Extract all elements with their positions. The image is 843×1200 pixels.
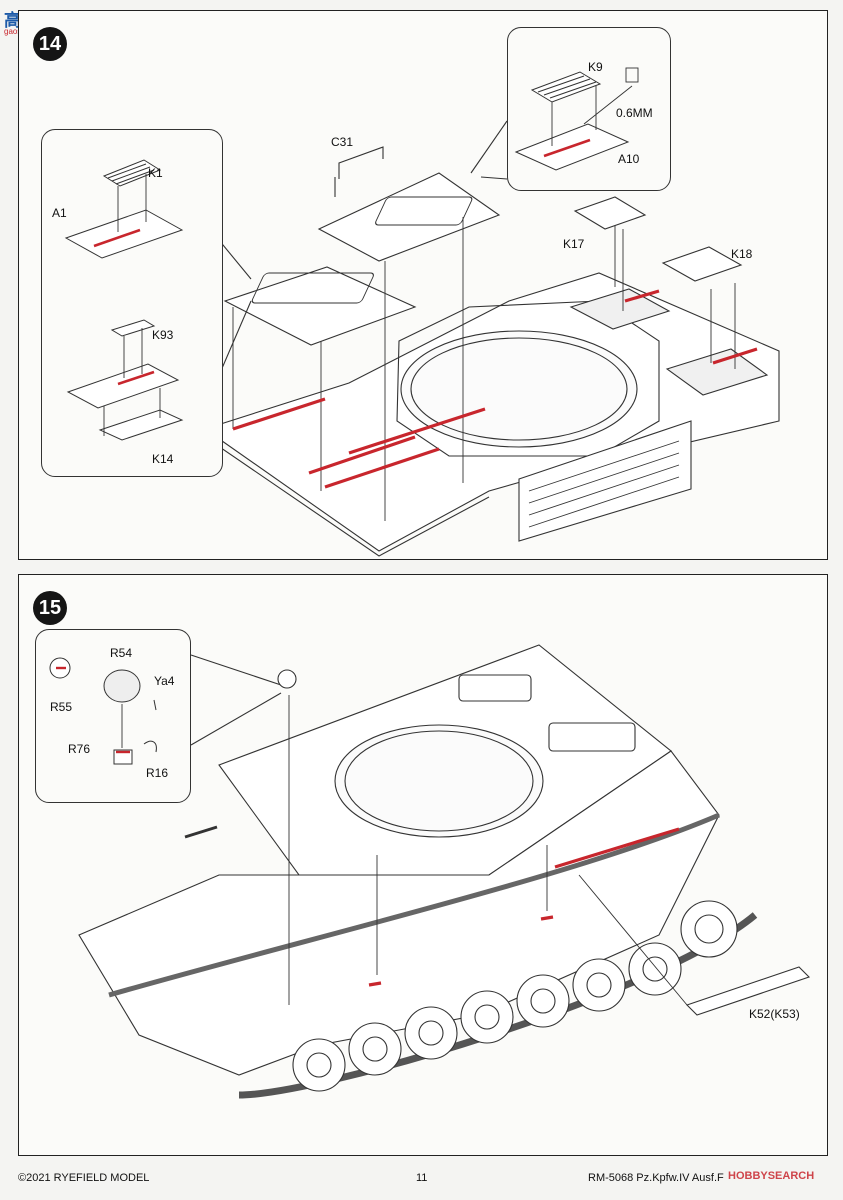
plate-detail [66, 363, 180, 409]
headlight-detail-drawing [49, 657, 157, 765]
plate-a1 [64, 209, 184, 259]
label-k1: K1 [148, 166, 163, 180]
step-15-badge: 15 [33, 591, 67, 625]
label-c31: C31 [331, 135, 354, 149]
callout-engine-grille: K9 0.6MM A10 [507, 27, 671, 191]
label-k17: K17 [563, 237, 585, 251]
tank-assembly-drawing [78, 644, 811, 1099]
label-ya4: Ya4 [154, 674, 175, 688]
pin-ya4 [153, 699, 157, 711]
grille-k1 [102, 159, 162, 187]
hull-top-drawing [194, 120, 780, 557]
engine-hatch-left [569, 288, 671, 330]
turret-ring [400, 330, 638, 448]
base-r76 [113, 749, 133, 765]
step-14-panel: 14 [18, 10, 828, 560]
label-r76: R76 [68, 742, 91, 756]
step-15-panel: 15 [18, 574, 828, 1156]
footer-watermark: HOBBYSEARCH [728, 1170, 815, 1182]
label-k93: K93 [152, 328, 174, 342]
part-k93 [110, 319, 156, 337]
callout-headlight: R54 Ya4 R55 R76 R16 [35, 629, 191, 803]
hatch-k17 [573, 196, 647, 230]
label-k18: K18 [731, 247, 753, 261]
track-top [108, 812, 720, 998]
footer-product: RM-5068 Pz.Kpfw.IV Ausf.F [588, 1172, 724, 1184]
label-thickness: 0.6MM [616, 106, 653, 120]
front-plate-detail-drawing [64, 159, 184, 441]
step-14-badge: 14 [33, 27, 67, 61]
grille-left [458, 674, 532, 702]
label-a10: A10 [618, 152, 640, 166]
road-wheels [292, 900, 738, 1092]
callout-front-plate: K1 A1 K93 K14 [41, 129, 223, 477]
label-a1: A1 [52, 206, 67, 220]
engine-hatch-right [665, 348, 769, 396]
label-r54: R54 [110, 646, 133, 660]
footer-copyright: ©2021 RYEFIELD MODEL [18, 1172, 150, 1184]
front-plate-c [317, 172, 501, 262]
label-r55: R55 [50, 700, 73, 714]
label-k52: K52(K53) [749, 1007, 800, 1021]
step-15-number: 15 [38, 596, 62, 619]
grille-right [548, 722, 636, 752]
label-k9: K9 [588, 60, 603, 74]
headlight-r54 [103, 669, 141, 703]
step-14-number: 14 [38, 32, 62, 55]
glue-strips [232, 289, 758, 489]
hatch-k18 [661, 246, 743, 282]
footer-page-number: 11 [416, 1172, 428, 1184]
hull-side [78, 750, 720, 1076]
fender-plate-k52 [685, 966, 811, 1016]
glue-strips-15 [368, 827, 680, 987]
front-plate-a1 [223, 266, 417, 346]
turret-ring-15 [334, 724, 544, 838]
label-r16: R16 [146, 766, 169, 780]
wire-r16 [143, 740, 157, 753]
label-k14: K14 [152, 452, 174, 466]
engine-grille-detail-drawing [514, 67, 639, 171]
plate-k14 [98, 409, 184, 441]
